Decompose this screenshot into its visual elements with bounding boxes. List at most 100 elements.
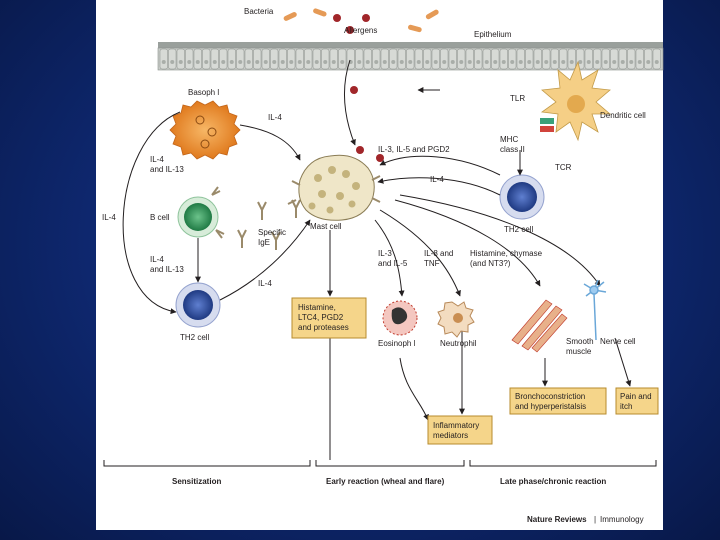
epithelial-nucleus (170, 60, 175, 64)
epithelial-cell (185, 48, 194, 70)
epithelial-cell (278, 48, 287, 70)
b-cell (177, 186, 225, 239)
epithelium-label: Epithelium (474, 30, 512, 39)
epithelial-cell (457, 48, 466, 70)
smooth-muscle-label: Smooth muscle (566, 337, 596, 356)
epithelial-cell (236, 48, 245, 70)
il8-tnf-label: IL-8 and TNF (424, 249, 456, 268)
svg-text:|: | (594, 515, 596, 524)
epithelial-nucleus (204, 60, 209, 64)
epithelial-nucleus (620, 60, 625, 64)
epithelial-cell (423, 48, 432, 70)
il3-il5-pgd2-label: IL-3, IL-5 and PGD2 (378, 145, 450, 154)
epithelial-cell (321, 48, 330, 70)
epithelial-nucleus (484, 60, 489, 64)
epithelial-nucleus (510, 60, 515, 64)
epithelial-nucleus (357, 60, 362, 64)
epithelial-nucleus (340, 60, 345, 64)
pain-itch-box (615, 387, 659, 415)
epithelial-nucleus (382, 60, 387, 64)
th2-cell-left (175, 282, 221, 328)
epithelial-nucleus (246, 60, 251, 64)
epithelial-nucleus (416, 60, 421, 64)
epithelial-cell (474, 48, 483, 70)
il3-il5-label: IL-3 and IL-5 (378, 249, 408, 268)
inflammatory-mediators-text: Inflammatory mediators (433, 421, 481, 440)
epithelial-nucleus (212, 60, 217, 64)
pain-itch-text: Pain and itch (620, 392, 654, 411)
epithelial-cell (516, 48, 525, 70)
epithelial-nucleus (552, 60, 557, 64)
epithelial-cell (465, 48, 474, 70)
epithelial-cell (644, 48, 653, 70)
basophil-label: Basoph l (188, 88, 219, 97)
basophil-cell (169, 100, 241, 160)
epithelial-nucleus (161, 60, 166, 64)
histamine-chymase-label: Histamine, chymase (and NT3?) (470, 249, 544, 268)
epithelial-cell (414, 48, 423, 70)
epithelial-nucleus (637, 60, 642, 64)
epithelial-cell (533, 48, 542, 70)
epithelial-cell (618, 48, 627, 70)
epithelial-nucleus (280, 60, 285, 64)
epithelial-nucleus (374, 60, 379, 64)
footer-journal: Nature Reviews (527, 515, 587, 524)
mediators-box (291, 297, 367, 339)
pathway-arrows (122, 59, 632, 460)
bronchoconstriction-box (509, 387, 607, 415)
epithelial-cell (295, 48, 304, 70)
epithelial-nucleus (314, 60, 319, 64)
epithelial-nucleus (578, 60, 583, 64)
epithelial-cell (525, 48, 534, 70)
epithelial-nucleus (569, 60, 574, 64)
specific-ige-label: Specific IgE (258, 228, 288, 247)
il4-left-label: IL-4 (102, 213, 116, 222)
bacteria-label: Bacteria (244, 7, 274, 16)
epithelial-nucleus (501, 60, 506, 64)
epithelial-cell (329, 48, 338, 70)
b-cell-label: B cell (150, 213, 170, 222)
bronchoconstriction-text: Bronchoconstriction and hyperperistalsis (515, 392, 588, 411)
phase-early-label: Early reaction (wheal and flare) (326, 477, 445, 486)
epithelial-nucleus (272, 60, 277, 64)
allergen-icon (333, 14, 384, 162)
epithelial-cell (287, 48, 296, 70)
epithelial-cell (168, 48, 177, 70)
phase-sensitization-label: Sensitization (172, 477, 221, 486)
epithelial-cell (210, 48, 219, 70)
ige-antibody-icon (237, 199, 301, 250)
epithelial-nucleus (297, 60, 302, 64)
epithelial-cell (270, 48, 279, 70)
th2-left-label: TH2 cell (180, 333, 210, 342)
epithelial-nucleus (178, 60, 183, 64)
epithelial-nucleus (306, 60, 311, 64)
dendritic-cell (540, 60, 612, 142)
phase-brackets (103, 460, 657, 467)
footer-section: Immunology (600, 515, 644, 524)
epithelial-nucleus (646, 60, 651, 64)
epithelial-nucleus (450, 60, 455, 64)
epithelial-cell (219, 48, 228, 70)
epithelial-cell (227, 48, 236, 70)
epithelial-nucleus (331, 60, 336, 64)
epithelial-nucleus (476, 60, 481, 64)
epithelial-nucleus (442, 60, 447, 64)
phase-late-label: Late phase/chronic reaction (500, 477, 606, 486)
smooth-muscle-icon (511, 299, 568, 353)
epithelial-nucleus (289, 60, 294, 64)
epithelial-cell (389, 48, 398, 70)
neutrophil-label: Neutrophil (440, 339, 477, 348)
epithelial-cell (491, 48, 500, 70)
epithelial-nucleus (323, 60, 328, 64)
epithelial-nucleus (544, 60, 549, 64)
mediators-text: Histamine, LTC4, PGD2 and proteases (298, 303, 349, 332)
il4-top-label: IL-4 (268, 113, 282, 122)
epithelial-nucleus (229, 60, 234, 64)
epithelial-cell (397, 48, 406, 70)
epithelial-cell (482, 48, 491, 70)
epithelial-cell (440, 48, 449, 70)
mhc-label: MHC class II (500, 135, 525, 154)
epithelial-nucleus (535, 60, 540, 64)
il4-il13-upper-label: IL-4 and IL-13 (150, 155, 184, 174)
epithelial-cell (406, 48, 415, 70)
